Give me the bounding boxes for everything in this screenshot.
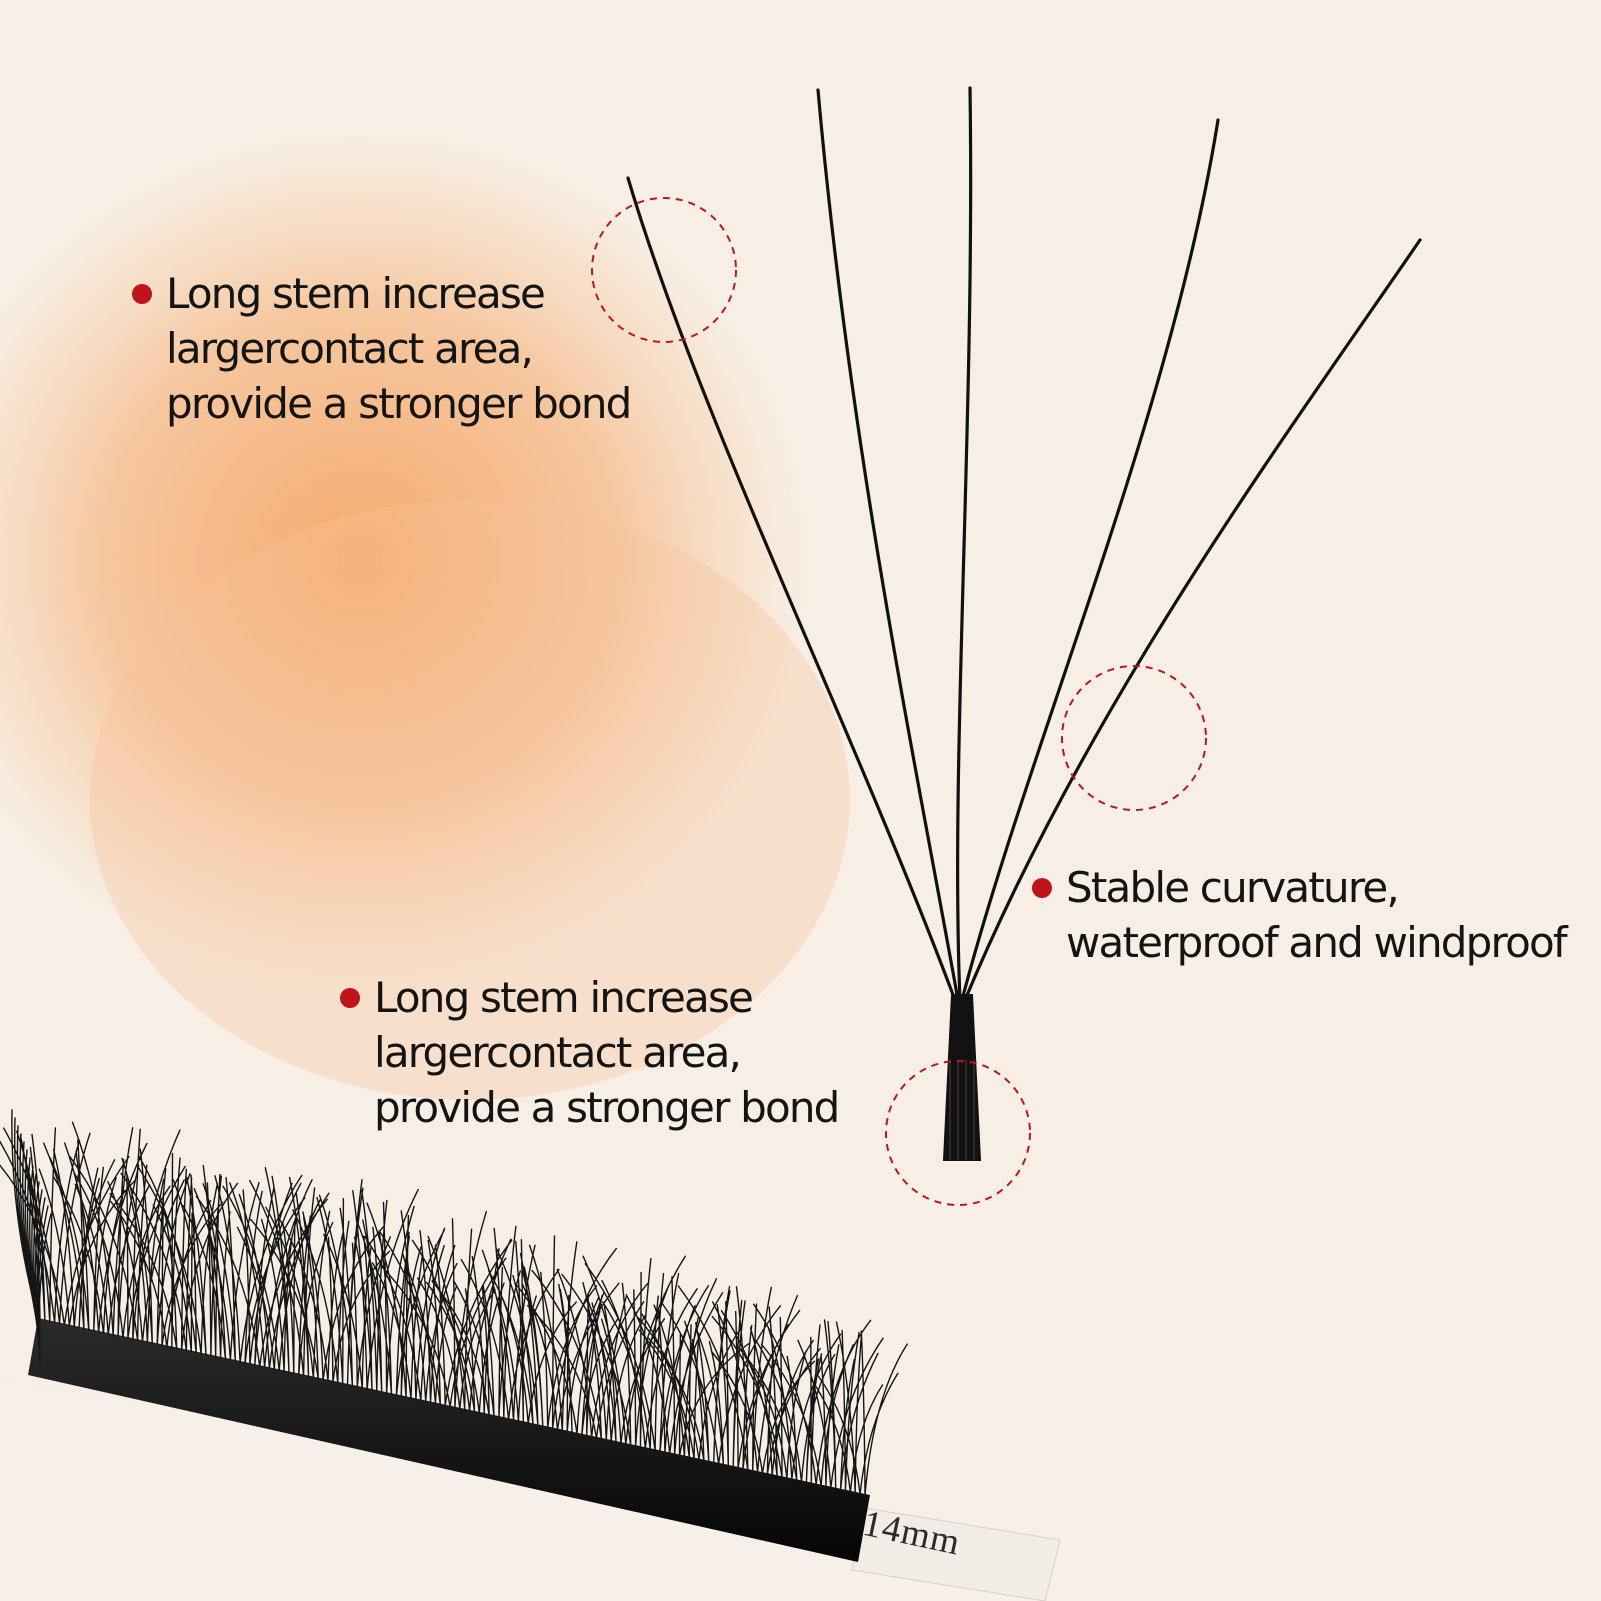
callout-line: Long stem increase bbox=[374, 973, 754, 1022]
highlight-circle-curve bbox=[1061, 665, 1207, 811]
orange-glow-secondary bbox=[90, 500, 850, 1100]
lash-fibers bbox=[0, 1109, 908, 1496]
fan-lash-fiber-2 bbox=[816, 88, 960, 1002]
fan-lash-fiber-1 bbox=[626, 176, 957, 1002]
lash-fiber-bundle bbox=[0, 1109, 908, 1496]
lash-strip-band bbox=[28, 1318, 870, 1562]
lash-strip bbox=[0, 1109, 1061, 1601]
highlight-circle-tip bbox=[591, 197, 737, 343]
callout-text: Stable curvature, waterproof and windpro… bbox=[1066, 860, 1568, 970]
highlight-circle-base bbox=[885, 1060, 1031, 1206]
bullet-dot bbox=[132, 284, 152, 304]
callout-line: largercontact area, bbox=[166, 324, 534, 373]
fan-lash-stem bbox=[942, 994, 982, 1161]
callout-line: waterproof and windproof bbox=[1066, 918, 1568, 967]
callout-line: provide a stronger bond bbox=[374, 1083, 840, 1132]
fan-lash bbox=[626, 86, 1422, 1161]
callout-line: Stable curvature, bbox=[1066, 863, 1400, 912]
fan-lash-fiber-4 bbox=[960, 118, 1220, 1002]
callout-top: Long stem increase largercontact area, p… bbox=[132, 266, 632, 431]
callout-right: Stable curvature, waterproof and windpro… bbox=[1032, 860, 1568, 970]
callout-text: Long stem increase largercontact area, p… bbox=[374, 970, 840, 1135]
callout-bottom: Long stem increase largercontact area, p… bbox=[340, 970, 840, 1135]
callout-line: largercontact area, bbox=[374, 1028, 742, 1077]
bullet-dot bbox=[340, 988, 360, 1008]
fan-lash-fiber-3 bbox=[956, 86, 973, 1002]
orange-glow bbox=[0, 110, 830, 1010]
callout-text: Long stem increase largercontact area, p… bbox=[166, 266, 632, 431]
highlight-circles bbox=[591, 197, 1207, 1206]
bullet-dot bbox=[1032, 878, 1052, 898]
callout-line: Long stem increase bbox=[166, 269, 546, 318]
fan-lash-fiber-5 bbox=[963, 238, 1422, 1002]
callout-line: provide a stronger bond bbox=[166, 379, 632, 428]
